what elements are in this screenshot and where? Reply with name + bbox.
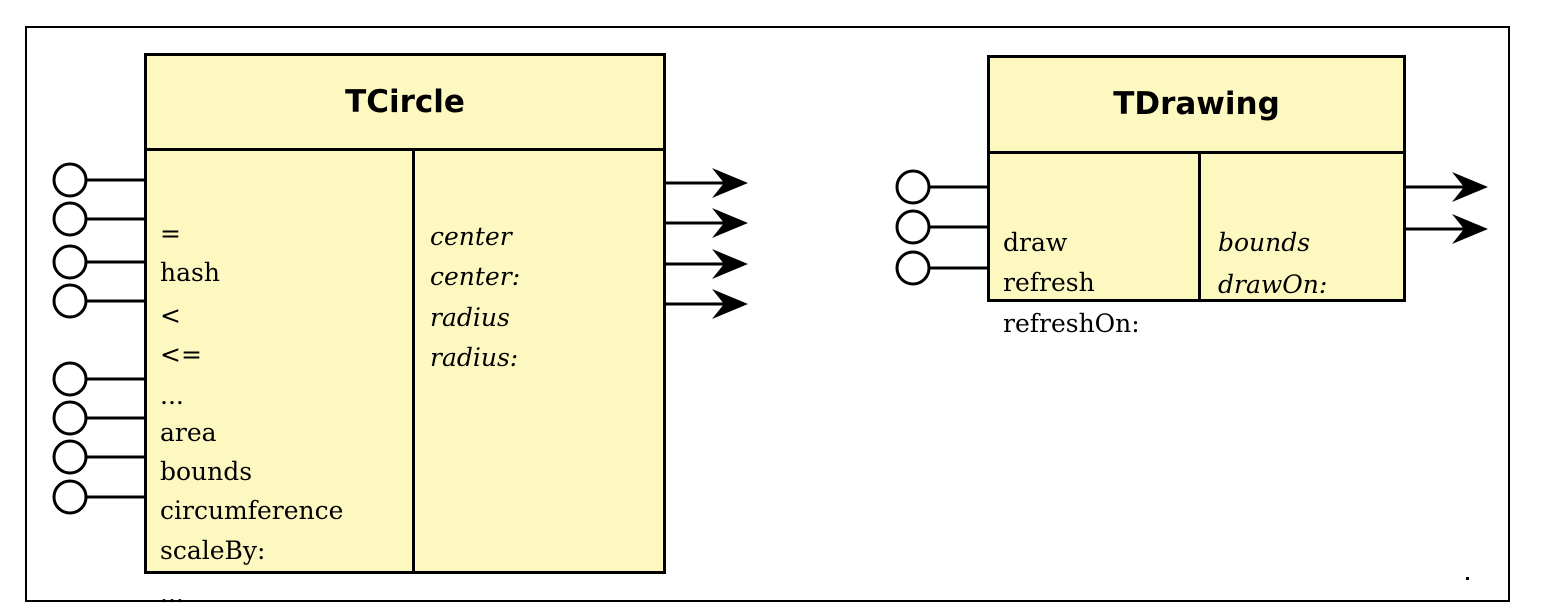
private-method-item: radius: (430, 343, 519, 372)
public-method-item: ... (160, 579, 184, 608)
column-divider-tdrawing (1198, 151, 1201, 299)
arrow-head-icon (712, 208, 748, 238)
public-method-item: refreshOn: (1003, 309, 1140, 338)
private-method-item: drawOn: (1218, 270, 1328, 299)
public-method-item: < (160, 301, 181, 330)
private-method-item: bounds (1218, 228, 1311, 257)
arrow-head-icon (1452, 172, 1488, 202)
public-method-item: bounds (160, 457, 253, 486)
public-method-item: <= (160, 340, 202, 369)
arrow-head-icon (712, 249, 748, 279)
public-method-item: draw (1003, 228, 1068, 257)
public-method-item: = (160, 219, 181, 248)
public-interface-socket-icon (52, 162, 88, 198)
public-method-item: scaleBy: (160, 536, 266, 565)
class-title-tdrawing: TDrawing (990, 58, 1403, 154)
public-interface-socket-icon (52, 244, 88, 280)
private-method-item: center (430, 222, 512, 251)
arrow-head-icon (1452, 214, 1488, 244)
public-interface-socket-icon (52, 400, 88, 436)
class-box-tdrawing: TDrawing draw refresh refreshOn: bounds dra… (987, 55, 1406, 338)
arrow-head-icon (712, 168, 748, 198)
public-method-item: area (160, 418, 217, 447)
column-divider-tcircle (412, 148, 415, 571)
arrow-head-icon (712, 289, 748, 319)
public-method-item: ... (160, 381, 184, 410)
public-interface-socket-icon (52, 361, 88, 397)
public-method-item: circumference (160, 496, 344, 525)
public-method-item: hash (160, 258, 220, 287)
private-method-item: center: (430, 262, 521, 291)
class-box-tcircle: TCircle = hash < <=... area bounds circumferen… (144, 53, 666, 608)
class-title-tcircle: TCircle (147, 56, 663, 151)
private-method-item: radius (430, 303, 510, 332)
public-interface-socket-icon (895, 250, 931, 286)
public-interface-socket-icon (52, 283, 88, 319)
public-method-item: refresh (1003, 268, 1095, 297)
public-interface-socket-icon (52, 479, 88, 515)
stray-dot (1466, 577, 1469, 580)
public-interface-socket-icon (52, 201, 88, 237)
public-interface-socket-icon (895, 169, 931, 205)
public-interface-socket-icon (52, 439, 88, 475)
public-interface-socket-icon (895, 209, 931, 245)
